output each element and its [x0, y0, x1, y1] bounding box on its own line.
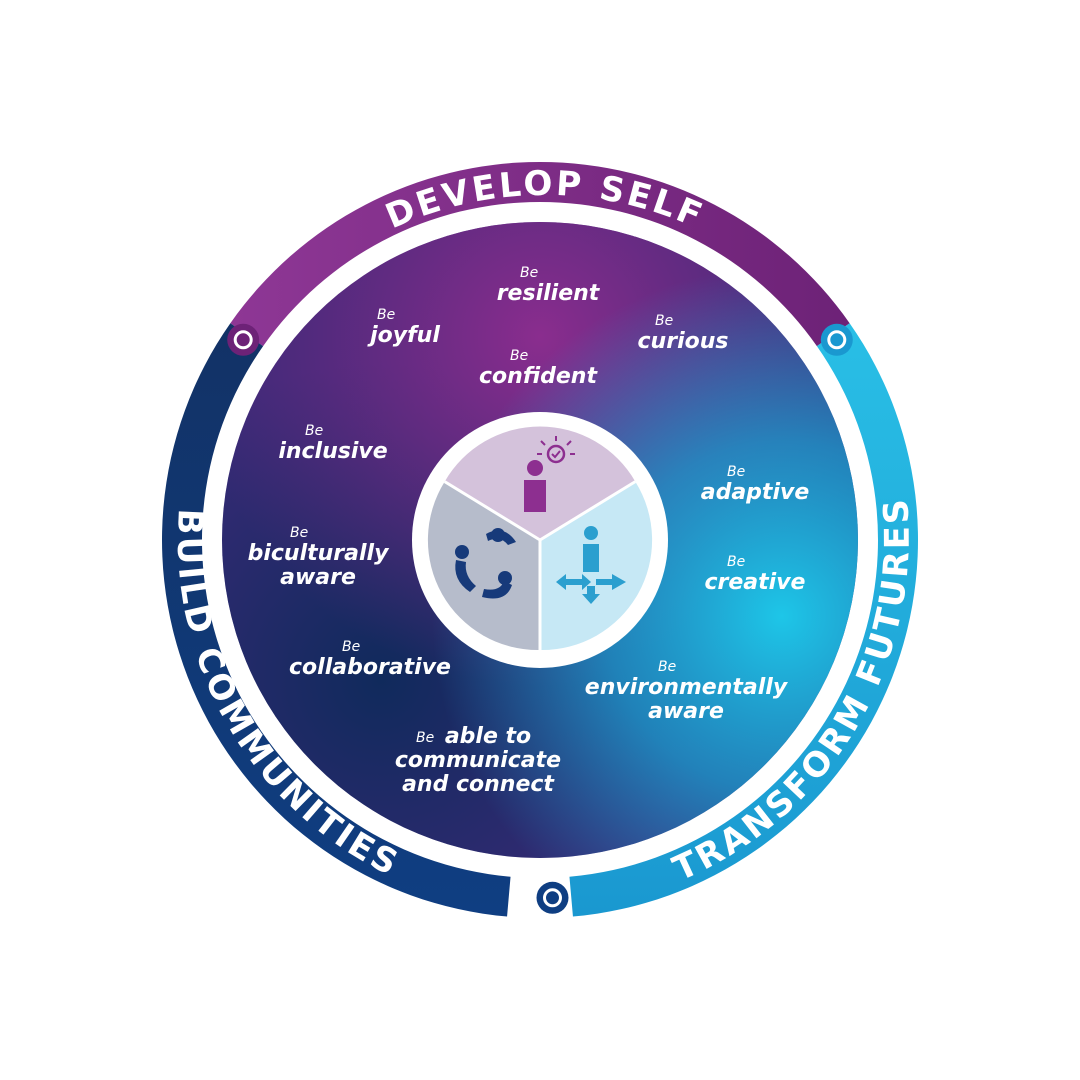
attribute-label: inclusive	[278, 439, 387, 464]
koru-curl-icon	[536, 881, 569, 914]
ring-segment-transform-futures	[569, 323, 918, 917]
people-circle-icon	[455, 528, 516, 599]
attribute-label: environmentally	[585, 675, 789, 700]
attribute-label: creative	[705, 570, 806, 595]
attribute-label: aware	[648, 699, 724, 724]
center-hub	[412, 412, 668, 668]
attribute-prefix: Be	[727, 464, 745, 480]
attribute-prefix: Be	[655, 313, 673, 329]
attribute-label: able to	[445, 724, 531, 749]
attribute-label: biculturally	[248, 541, 390, 566]
person-directions-icon	[556, 526, 626, 604]
person-lightbulb-icon	[524, 436, 575, 512]
attribute-prefix: Be	[377, 307, 395, 323]
attribute-label: and connect	[402, 772, 555, 797]
attribute-prefix: Be	[520, 265, 538, 281]
attribute-prefix: Be	[658, 659, 676, 675]
ring-segment-develop-self	[230, 162, 850, 347]
attribute-prefix: Be	[305, 423, 323, 439]
attribute-prefix: Be	[342, 639, 360, 655]
attribute-prefix: Be	[416, 730, 434, 746]
attribute-label: curious	[638, 329, 729, 354]
koru-curl-icon	[820, 323, 853, 356]
attribute-label: aware	[280, 565, 356, 590]
attribute-label: collaborative	[289, 655, 451, 680]
ring-segment-build-communities	[161, 323, 511, 917]
attribute-prefix: Be	[290, 525, 308, 541]
attribute-label: communicate	[395, 748, 561, 773]
attribute-label: adaptive	[701, 480, 810, 505]
attribute-label: joyful	[367, 323, 440, 348]
attribute-prefix: Be	[727, 554, 745, 570]
koru-curl-icon	[227, 323, 260, 356]
attribute-label: resilient	[497, 281, 601, 306]
attribute-label: confident	[479, 364, 598, 389]
attribute-prefix: Be	[510, 348, 528, 364]
